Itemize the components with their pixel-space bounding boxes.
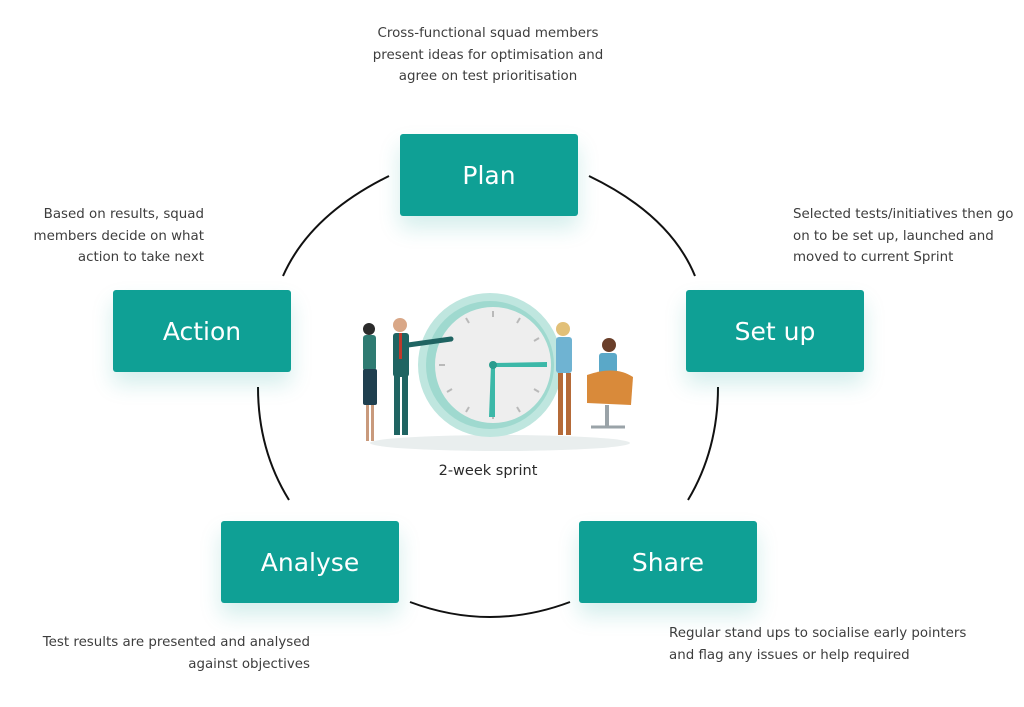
arc-action-plan [282,175,390,277]
analyse-description: Test results are presented and analysed … [42,635,310,672]
sprint-clock-illustration [363,293,633,451]
stage-share-label: Share [631,547,705,577]
person-woman-right-icon [556,322,572,435]
setup-description: Selected tests/initiatives then go on to… [793,207,1014,265]
stage-analyse-label: Analyse [260,547,360,577]
center-caption: 2-week sprint [438,463,538,479]
stage-analyse-box: Analyse [221,521,399,603]
arc-share-analyse [409,601,571,618]
stage-setup-box: Set up [686,290,864,372]
person-seated-man-icon [587,338,633,429]
person-woman-left-icon [363,323,377,441]
arc-setup-share [687,386,719,501]
stage-setup-label: Set up [734,316,816,346]
stage-plan-label: Plan [462,160,516,190]
person-man-pointing-icon [393,318,454,435]
clock-icon [418,293,562,437]
share-description: Regular stand ups to socialise early poi… [669,626,967,663]
arc-plan-setup [588,175,696,277]
arc-analyse-action [257,386,290,501]
stage-action-label: Action [162,316,242,346]
plan-description: Cross-functional squad members present i… [372,26,604,84]
floor-shadow [370,435,630,451]
action-description: Based on results, squad members decide o… [33,207,204,265]
stage-share-box: Share [579,521,757,603]
stage-plan-box: Plan [400,134,578,216]
stage-action-box: Action [113,290,291,372]
